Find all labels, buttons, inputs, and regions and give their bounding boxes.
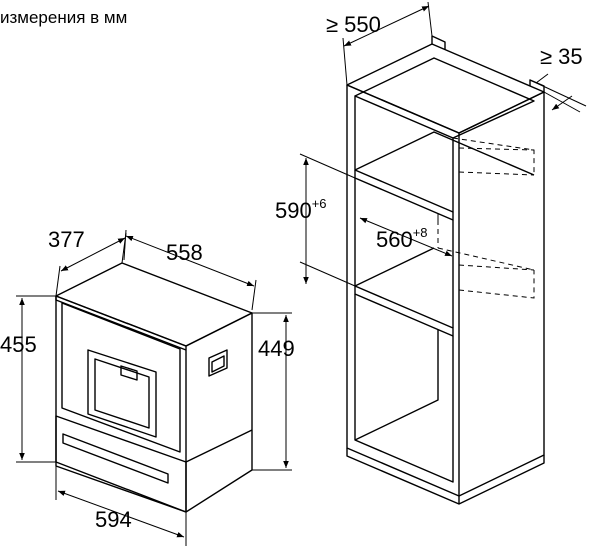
drawer-side: [185, 429, 253, 463]
dim-560-label: 560+8: [376, 225, 428, 252]
spout-icon: [120, 365, 138, 381]
machine-front-frame: [55, 295, 187, 513]
cabinet-top-face: [346, 43, 545, 134]
upper-compartment-back: [354, 57, 535, 139]
units-caption: измерения в мм: [0, 8, 128, 27]
drawer-handle: [62, 433, 169, 484]
hidden-lines: [437, 137, 535, 299]
upper-shelf-back: [354, 131, 535, 176]
tall-cabinet: [346, 35, 545, 505]
cabinet-plinth: [346, 448, 545, 505]
display-screen: [211, 355, 225, 373]
dim-550: [342, 1, 433, 86]
upper-compartment: [354, 95, 454, 213]
front-edge: [55, 296, 187, 351]
dim-590-label: 590+6: [275, 196, 327, 223]
dim-455-label: 455: [0, 332, 37, 357]
lower-compartment: [354, 294, 454, 483]
shelf-upper: [354, 170, 454, 221]
lower-compartment-back: [354, 330, 439, 441]
dim-35: [529, 73, 587, 113]
shelf-lower: [354, 285, 454, 337]
dim-558-label: 558: [166, 240, 203, 265]
machine-side-face: [185, 312, 253, 513]
cabinet-side: [458, 91, 545, 497]
control-panel-display: [208, 349, 228, 377]
dim-594-label: 594: [95, 507, 132, 532]
dim-449: [252, 312, 292, 471]
coffee-machine: [55, 262, 253, 513]
shelf-lower-back: [354, 247, 435, 287]
dim-594: [55, 466, 187, 546]
cabinet-top-trim: [431, 35, 446, 50]
machine-front-panel: [61, 302, 181, 453]
coffee-outlet-cavity: [87, 349, 157, 438]
dim-550-label: ≥ 550: [326, 12, 381, 37]
coffee-outlet-inner: [94, 358, 150, 429]
dim-449-label: 449: [258, 336, 295, 361]
dim-35-label: ≥ 35: [540, 44, 583, 69]
dim-377-label: 377: [48, 227, 85, 252]
dim-558: [123, 229, 257, 311]
dim-590: [299, 153, 356, 287]
dim-560: [359, 214, 453, 257]
dim-455: [16, 295, 56, 463]
